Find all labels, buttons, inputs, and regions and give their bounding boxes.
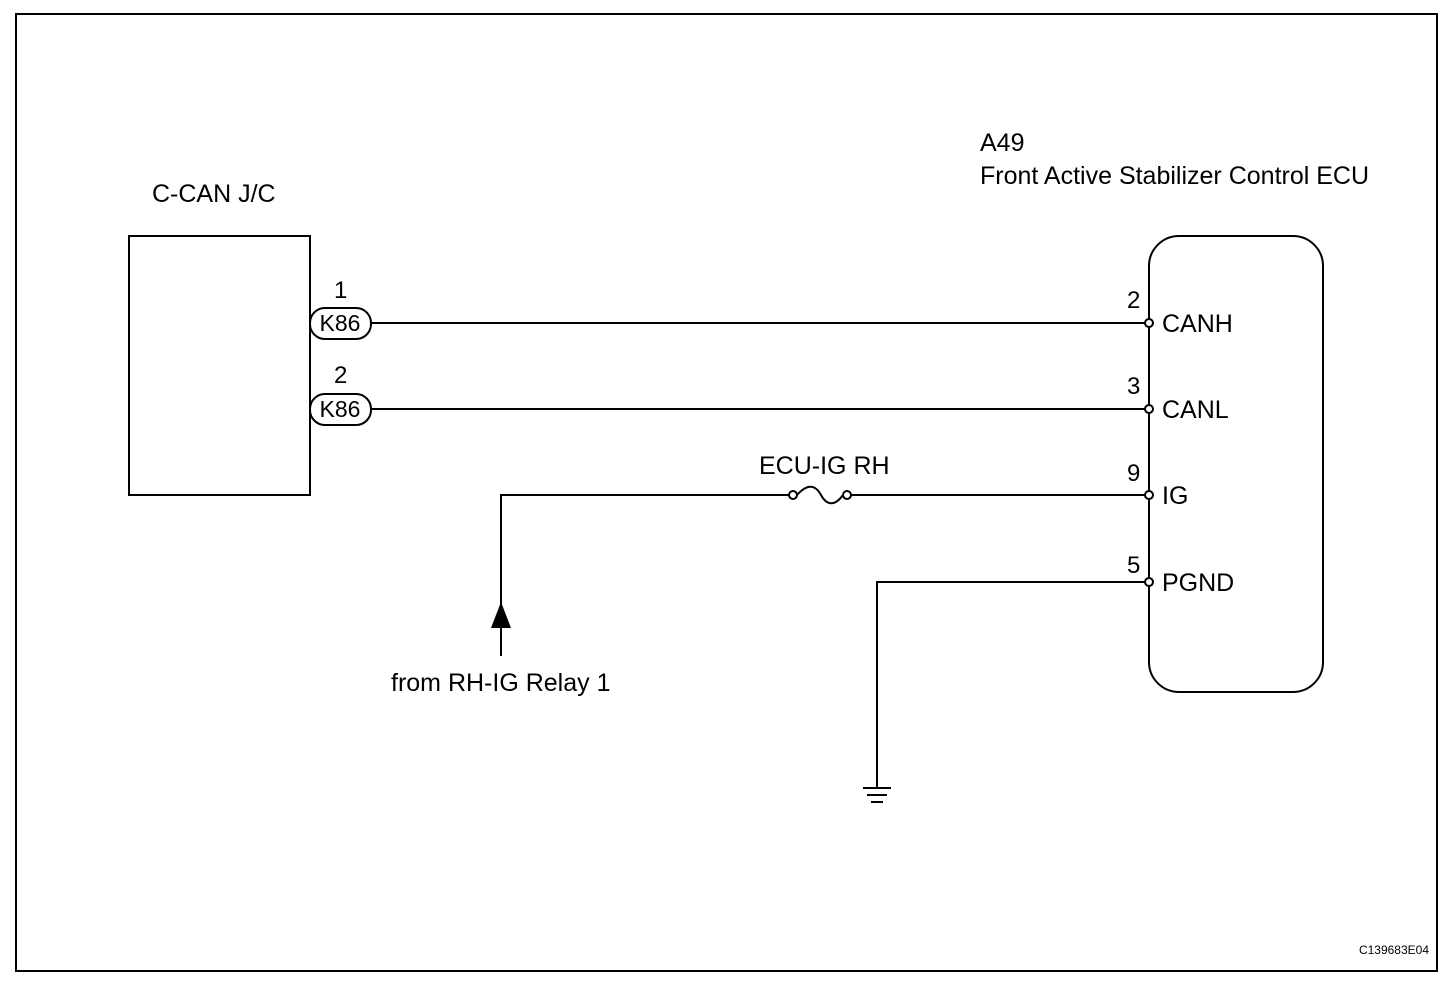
diagram-frame (15, 13, 1438, 972)
junction-box (128, 235, 311, 496)
fuse-terminal-right (842, 490, 852, 500)
terminal-ig (1144, 490, 1154, 500)
fuse-label: ECU-IG RH (759, 452, 890, 480)
arrow-up-icon (491, 602, 511, 628)
ecu-box (1148, 235, 1324, 693)
ecu-pin-label-pgnd: PGND (1162, 569, 1234, 597)
junction-pin-2: 2 (334, 362, 347, 389)
terminal-pgnd (1144, 577, 1154, 587)
ecu-pin-num-canh: 2 (1127, 287, 1140, 314)
connector-code-1: K86 (320, 310, 361, 336)
ecu-title: Front Active Stabilizer Control ECU (980, 162, 1369, 190)
ecu-pin-num-canl: 3 (1127, 373, 1140, 400)
junction-pin-1: 1 (334, 277, 347, 304)
ecu-pin-label-canl: CANL (1162, 396, 1229, 424)
source-label: from RH-IG Relay 1 (391, 669, 610, 697)
junction-title: C-CAN J/C (152, 180, 276, 208)
terminal-canl (1144, 404, 1154, 414)
fuse-symbol (796, 485, 844, 505)
ground-icon (863, 787, 891, 803)
connector-code-2: K86 (320, 396, 361, 422)
terminal-canh (1144, 318, 1154, 328)
ecu-pin-label-ig: IG (1162, 482, 1188, 510)
ecu-pin-num-ig: 9 (1127, 460, 1140, 487)
figure-code: C139683E04 (1359, 943, 1429, 957)
ecu-pin-label-canh: CANH (1162, 310, 1233, 338)
fuse-terminal-left (788, 490, 798, 500)
ecu-code: A49 (980, 129, 1024, 157)
ecu-pin-num-pgnd: 5 (1127, 552, 1140, 579)
wire-ig-source (500, 494, 789, 628)
wire-pgnd (876, 581, 1145, 788)
